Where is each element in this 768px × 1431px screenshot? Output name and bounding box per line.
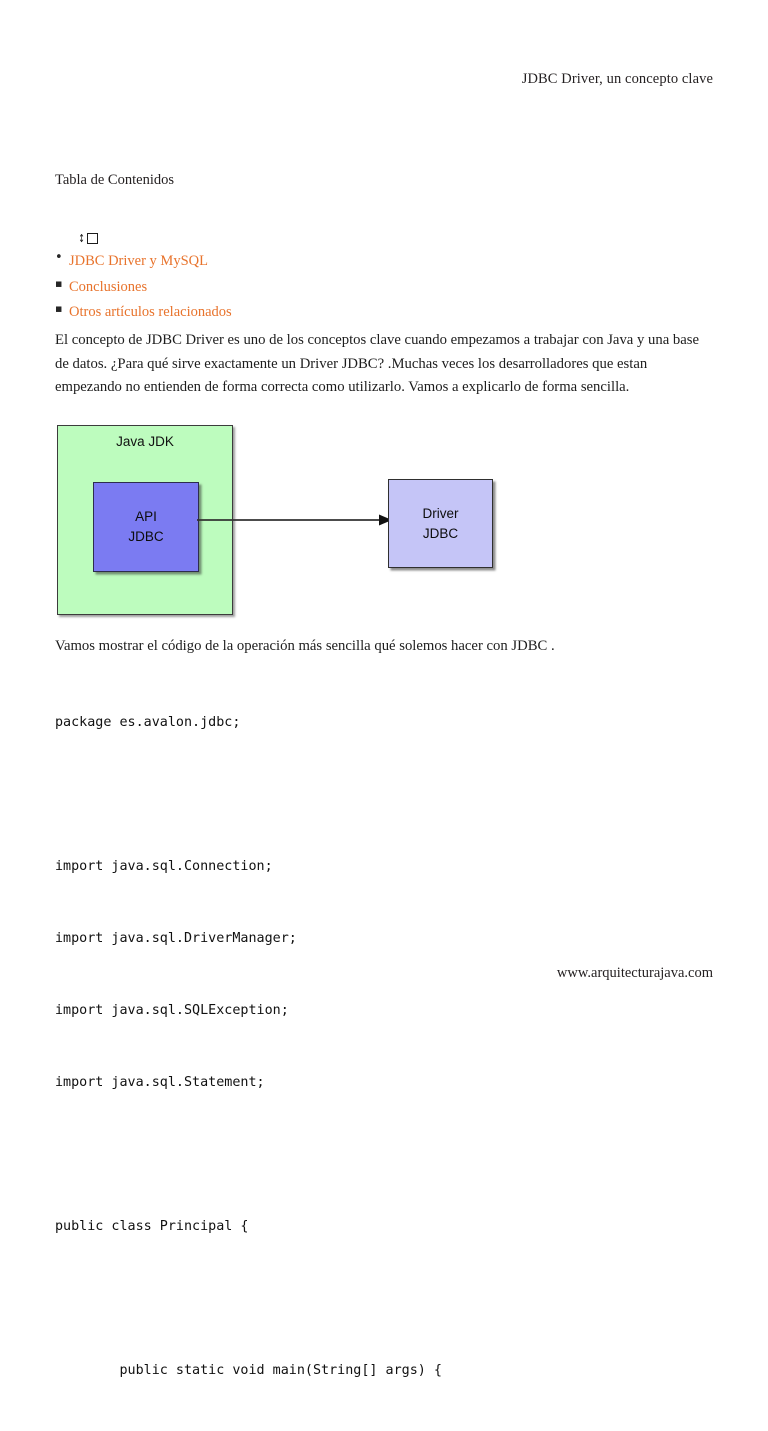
- intro-paragraph: El concepto de JDBC Driver es uno de los…: [55, 331, 699, 396]
- document-page: JDBC Driver, un concepto clave Tabla de …: [55, 71, 715, 1378]
- updown-arrow-icon: ↕: [78, 231, 85, 245]
- bullet-square-icon: ▪: [55, 302, 63, 316]
- bullet-disc-icon: •: [55, 250, 63, 266]
- driver-jdbc-box: Driver JDBC: [388, 479, 493, 568]
- driver-jdbc-label-line2: JDBC: [422, 525, 459, 541]
- code-line: import java.sql.Connection;: [55, 859, 273, 874]
- code-line: import java.sql.DriverManager;: [55, 931, 297, 946]
- bullet-square-icon: ▪: [55, 276, 63, 290]
- running-header-title: JDBC Driver, un concepto clave: [521, 71, 713, 87]
- toc-list-item[interactable]: • JDBC Driver y MySQL: [55, 250, 715, 271]
- toc-list-item[interactable]: ▪ Otros artículos relacionados: [55, 302, 715, 322]
- code-line: [55, 1287, 735, 1311]
- driver-jdbc-label-line1: Driver: [422, 505, 459, 521]
- code-line: import java.sql.Statement;: [55, 1075, 265, 1090]
- code-line: public static void main(String[] args) {: [55, 1363, 442, 1378]
- connector-arrow-icon: [197, 514, 392, 526]
- api-jdbc-label-line1: API: [135, 509, 157, 525]
- api-jdbc-label-line2: JDBC: [128, 529, 164, 544]
- code-line: package es.avalon.jdbc;: [55, 715, 241, 730]
- toc-link-jdbc-driver-y-mysql[interactable]: JDBC Driver y MySQL: [69, 253, 208, 270]
- code-line: import java.sql.SQLException;: [55, 1003, 289, 1018]
- code-line: public class Principal {: [55, 1219, 249, 1234]
- table-of-contents-list: • JDBC Driver y MySQL ▪ Conclusiones ▪ O…: [55, 250, 715, 322]
- footer-site-url: www.arquitecturajava.com: [556, 965, 713, 981]
- toc-link-conclusiones[interactable]: Conclusiones: [69, 278, 148, 295]
- code-line: [55, 783, 735, 807]
- api-jdbc-box: API JDBC: [93, 482, 199, 572]
- broken-image-icon: [87, 232, 99, 244]
- toc-heading: Tabla de Contenidos: [55, 172, 174, 188]
- jdbc-architecture-diagram: Java JDK API JDBC Driver JDBC: [57, 425, 517, 617]
- document-body: Tabla de Contenidos ↕ • JDBC Driver y My…: [55, 172, 715, 400]
- toc-widget-placeholder: ↕: [77, 229, 715, 247]
- java-code-block: package es.avalon.jdbc; import java.sql.…: [55, 663, 735, 1431]
- code-intro-paragraph: Vamos mostrar el código de la operación …: [55, 637, 555, 654]
- java-jdk-label: Java JDK: [116, 434, 174, 449]
- toc-link-otros-articulos-relacionados[interactable]: Otros artículos relacionados: [69, 304, 232, 321]
- code-line: [55, 1143, 735, 1167]
- toc-list-item[interactable]: ▪ Conclusiones: [55, 277, 715, 297]
